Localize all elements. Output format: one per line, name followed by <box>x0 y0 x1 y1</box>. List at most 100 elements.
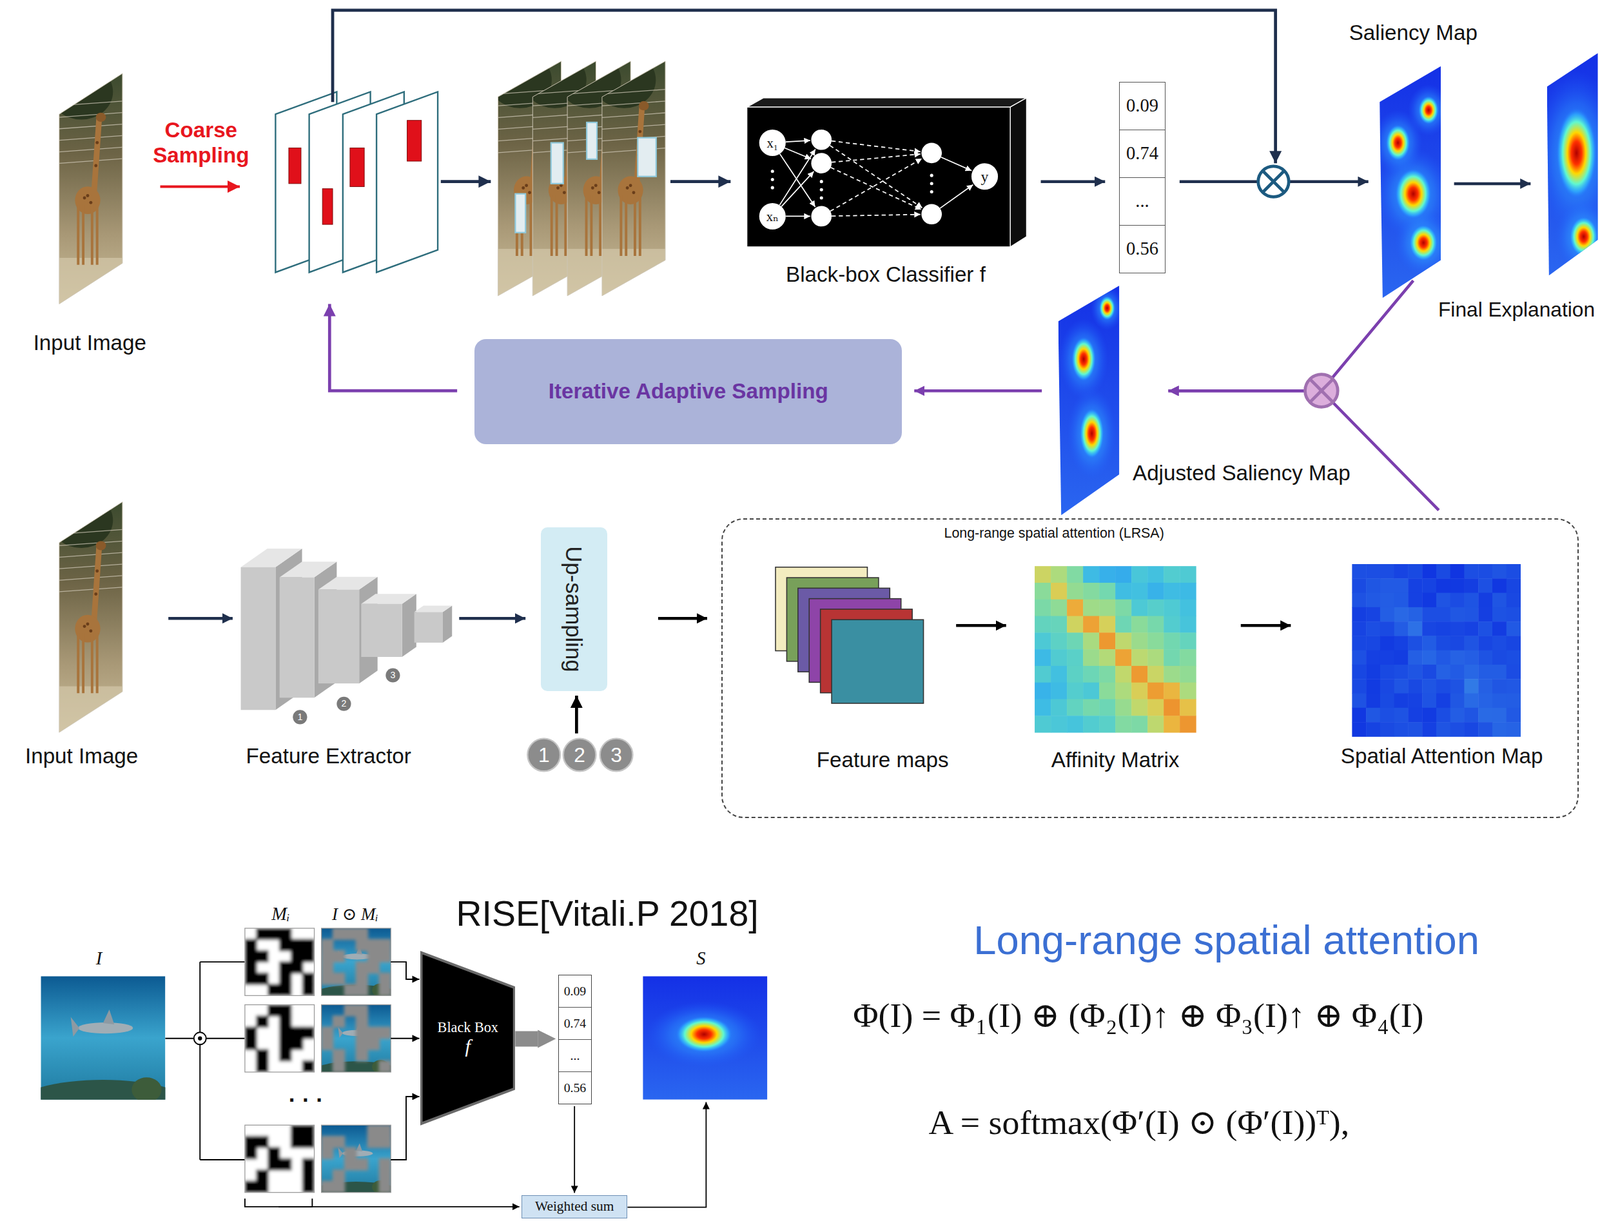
adjusted-heatmap <box>1090 286 1124 331</box>
attention-grid <box>1436 693 1451 709</box>
adjusted-heatmap <box>1071 336 1096 382</box>
rise-illustration <box>379 1135 392 1149</box>
rise-illustration <box>390 1096 420 1160</box>
feature-map-stack <box>775 567 924 704</box>
rise-illustration <box>307 927 405 1012</box>
attention-grid <box>1365 678 1381 694</box>
input-photo <box>49 492 113 548</box>
rise-illustration <box>379 1026 392 1040</box>
attention-grid <box>1422 578 1437 594</box>
rise-illustration <box>379 950 392 963</box>
attention-grid <box>1463 621 1479 637</box>
attention-grid <box>1407 693 1423 709</box>
attention-grid <box>1478 650 1493 666</box>
rise-illustration <box>379 972 392 986</box>
classifier-illustration <box>831 154 921 163</box>
rise-illustration <box>332 972 346 986</box>
node-caption: Input Image <box>33 330 147 356</box>
score-vector: 0.090.74...0.56 <box>558 974 592 1105</box>
input-photo <box>59 112 123 118</box>
affinity-grid <box>1050 565 1067 583</box>
rise-illustration <box>332 950 346 963</box>
saliency-heatmap <box>1407 84 1449 137</box>
attention-grid <box>1506 564 1521 579</box>
classifier-illustration <box>819 188 824 192</box>
extractor-illustration <box>279 577 315 699</box>
extractor-illustration <box>241 548 303 568</box>
attention-grid <box>1463 678 1479 694</box>
affinity-grid <box>1034 699 1051 717</box>
attention-grid <box>1365 607 1381 623</box>
attention-grid <box>1407 578 1423 594</box>
saliency-heatmap <box>1385 124 1411 162</box>
affinity-grid <box>1066 632 1083 650</box>
attention-grid <box>1506 678 1521 694</box>
rise-illustration <box>344 1146 358 1160</box>
multiply-symbol <box>1310 379 1333 402</box>
rise-illustration <box>355 1158 369 1171</box>
rise-input: I <box>40 976 166 1101</box>
classifier-illustration <box>785 140 811 142</box>
rise-illustration <box>355 1142 363 1152</box>
rise-illustration <box>244 1198 313 1207</box>
masked-photo <box>602 124 666 129</box>
affinity-grid <box>1115 599 1132 617</box>
classifier-illustration <box>747 97 1027 108</box>
explanation-heatmap <box>1535 52 1600 276</box>
rise-illustration <box>244 1146 258 1160</box>
classifier-illustration <box>939 185 973 209</box>
rise-illustration <box>367 1026 381 1040</box>
input-photo <box>59 73 123 305</box>
node-caption: Spatial Attention Map <box>1340 743 1544 769</box>
affinity-grid <box>1147 682 1164 700</box>
input-photo <box>59 552 123 557</box>
affinity-grid <box>1179 582 1196 600</box>
rise-illustration <box>279 1004 293 1017</box>
score-vector: 0.090.74...0.56 <box>1119 81 1165 274</box>
rise-illustration <box>321 1004 392 1073</box>
affinity-grid <box>1099 682 1116 700</box>
rise-illustration <box>321 1124 392 1192</box>
sampling-masks <box>376 91 438 273</box>
box-text: Up-sampling <box>560 546 587 672</box>
extractor-illustration <box>360 604 402 657</box>
affinity-grid <box>1034 649 1051 666</box>
affinity-grid <box>1034 665 1051 683</box>
attention-grid <box>1351 664 1366 680</box>
rise-illustration <box>267 1146 281 1160</box>
rise-illustration <box>355 1048 369 1062</box>
sampling-masks <box>275 91 438 273</box>
masked-photo <box>521 186 525 190</box>
rise-illustration <box>302 1060 316 1073</box>
attention-grid <box>1450 707 1465 723</box>
affinity-grid <box>1099 599 1116 617</box>
extractor-illustration <box>292 709 307 724</box>
rise-illustration <box>379 1180 392 1193</box>
attention-grid <box>1506 650 1521 666</box>
attention-grid <box>1450 621 1465 637</box>
classifier-illustration <box>831 214 921 217</box>
attention-grid <box>1351 678 1366 694</box>
multiply-symbol <box>1305 374 1339 408</box>
classifier-illustration <box>781 171 814 207</box>
attention-grid <box>1365 650 1381 666</box>
affinity-grid <box>1050 582 1067 600</box>
affinity-grid <box>1147 582 1164 600</box>
rise-illustration <box>278 1206 520 1208</box>
attention-grid <box>1492 578 1507 594</box>
extractor-illustration <box>318 576 378 590</box>
input-photo <box>96 112 107 122</box>
panel-title: RISE[Vitali.P 2018] <box>456 891 759 935</box>
rise-illustration <box>344 927 358 940</box>
node-caption: Affinity Matrix <box>1051 747 1180 773</box>
classifier-illustration <box>819 195 824 200</box>
affinity-grid <box>1131 682 1148 700</box>
callout-number: 3 <box>610 742 623 768</box>
classifier-illustration <box>770 169 775 173</box>
attention-grid <box>1394 707 1409 723</box>
rise-illustration <box>244 972 258 986</box>
node-caption: Feature Extractor <box>245 743 411 769</box>
attention-grid <box>1478 564 1493 579</box>
masked-photo <box>592 51 666 296</box>
affinity-grid <box>1082 632 1100 650</box>
